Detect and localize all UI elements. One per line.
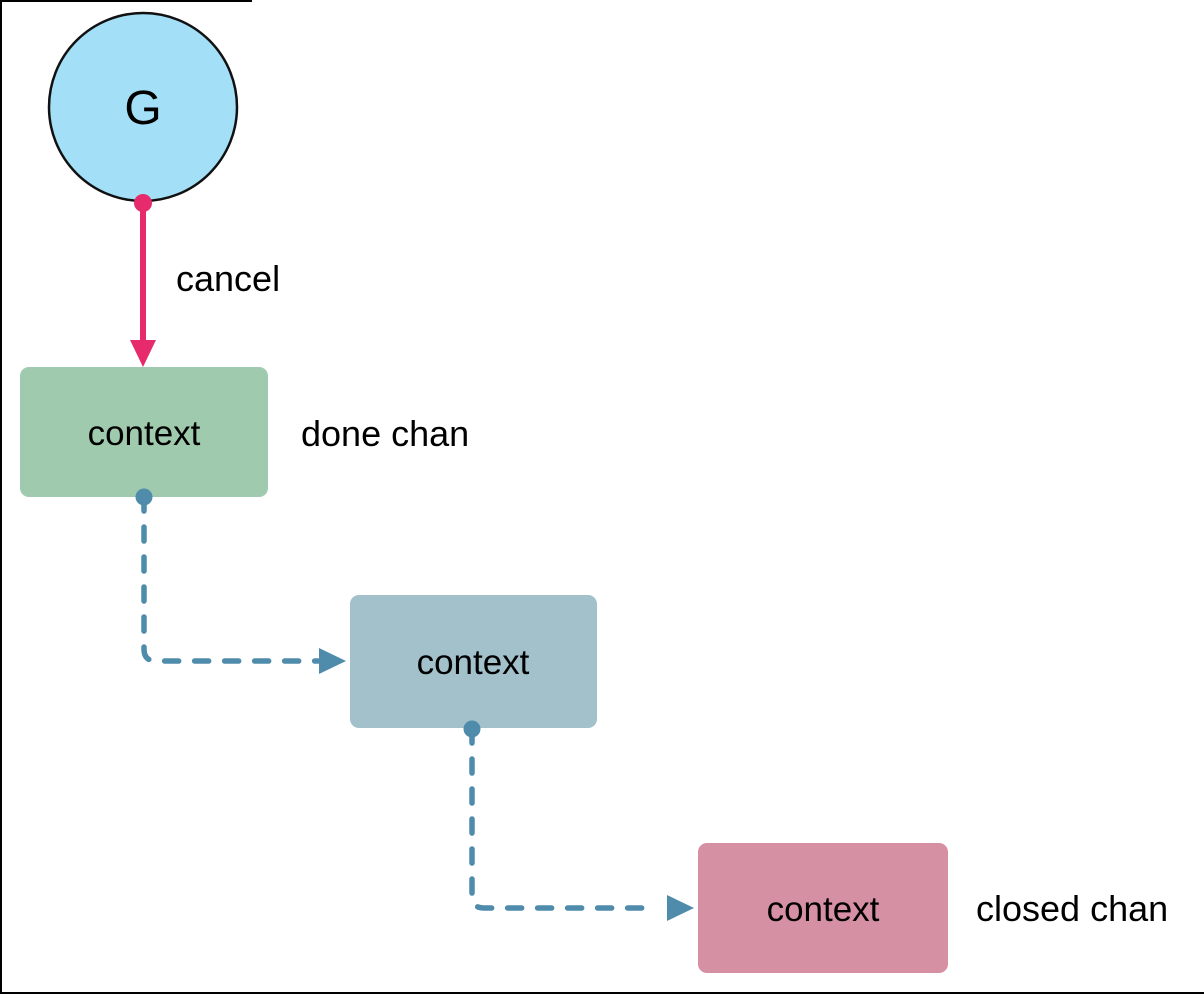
closed-chan-edge-line <box>469 726 657 911</box>
context-node-1 <box>20 367 268 497</box>
context-node-3 <box>698 843 948 973</box>
closed-chan-edge-arrowhead-icon <box>667 895 694 921</box>
context-node-2-label: context <box>417 643 530 682</box>
context-node-1-label: context <box>88 414 201 453</box>
context-node-2 <box>350 595 597 728</box>
done-chan-annotation: done chan <box>301 413 469 454</box>
goroutine-label: G <box>124 82 161 135</box>
done-chan-edge-line <box>141 494 321 664</box>
done-chan-edge-arrowhead-icon <box>319 648 346 674</box>
cancel-edge-arrowhead-icon <box>130 340 156 367</box>
context-node-3-label: context <box>767 890 880 929</box>
closed-chan-annotation: closed chan <box>976 888 1168 929</box>
frame-left-border <box>0 0 2 994</box>
frame-top-border <box>0 0 252 2</box>
frame-bottom-border <box>0 992 1204 994</box>
cancel-edge-label: cancel <box>176 258 280 299</box>
